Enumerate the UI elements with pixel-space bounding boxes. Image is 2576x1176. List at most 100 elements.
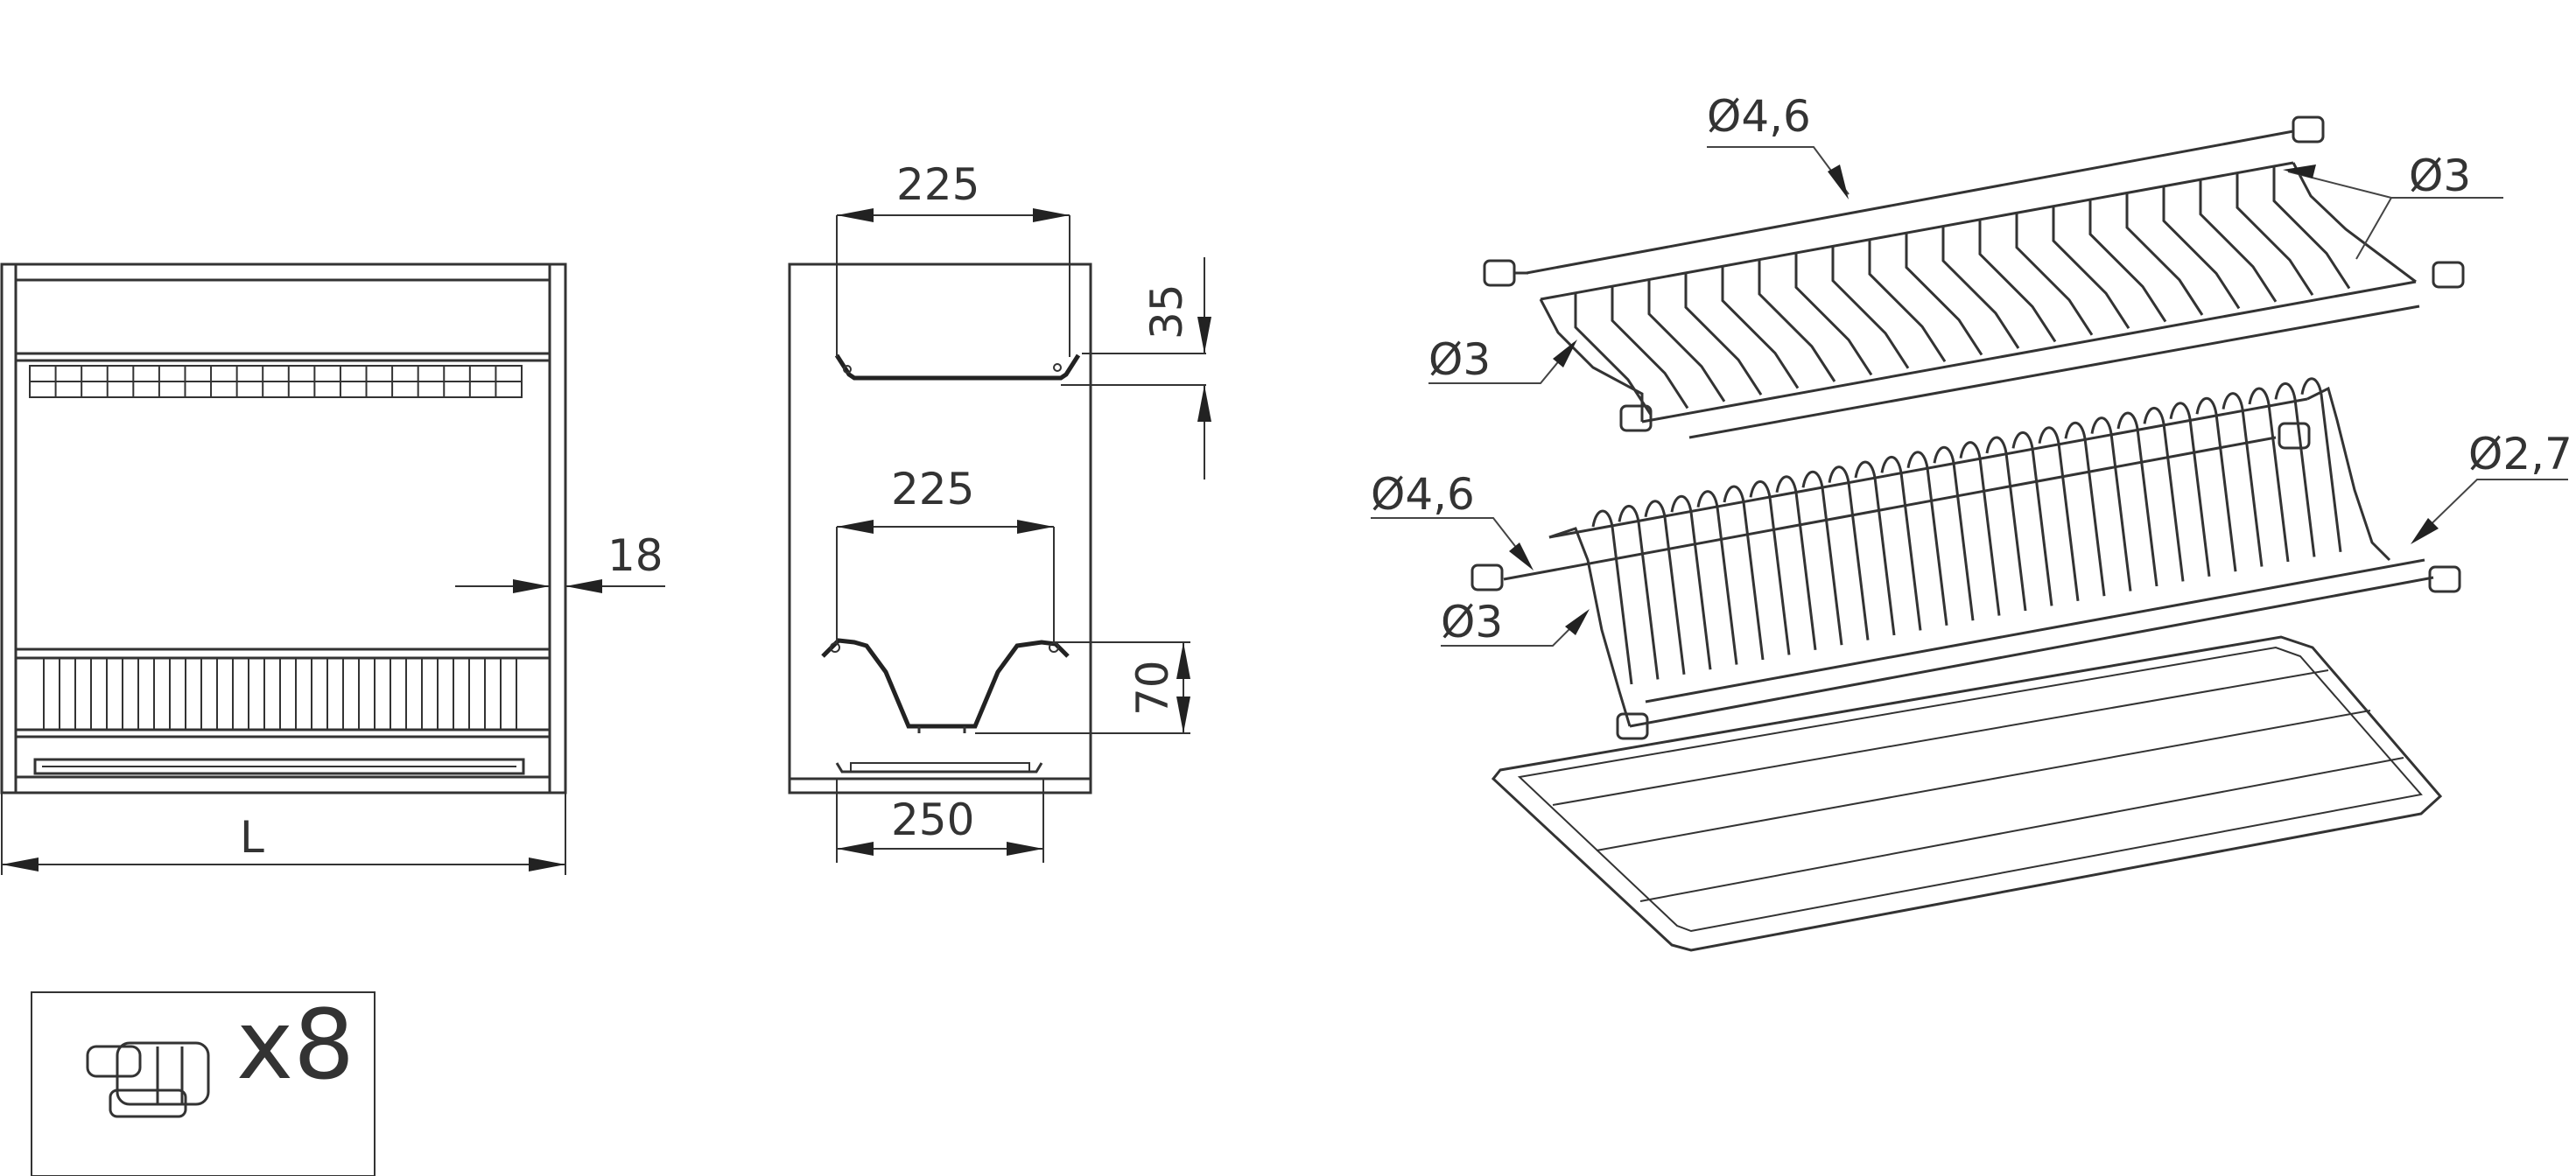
isometric-view: Ø4,6 Ø3 Ø3 Ø4,6 Ø2,7 xyxy=(1371,91,2572,952)
end-cap xyxy=(1616,712,1649,740)
top-rack-left-wire-label: Ø3 xyxy=(1428,334,1491,385)
rack-wire xyxy=(1933,445,1975,621)
callout-top-left-wire: Ø3 xyxy=(1428,334,1577,385)
side-thickness-label: 18 xyxy=(607,530,663,581)
top-rack-right-wire-label: Ø3 xyxy=(2409,150,2471,201)
bottom-depth-dimension: 225 xyxy=(836,464,1055,644)
rack-wire xyxy=(1721,265,1800,389)
end-cap xyxy=(1483,259,1528,287)
rack-wire xyxy=(1828,466,1870,640)
rack-wire xyxy=(2222,392,2264,567)
rack-wire xyxy=(1775,475,1817,650)
wire-callouts: Ø4,6 Ø3 Ø3 Ø4,6 Ø2,7 xyxy=(1371,91,2572,648)
callout-bottom-main-wire: Ø4,6 xyxy=(1371,469,1534,570)
rack-wire xyxy=(1723,485,1765,661)
front-view: L 18 xyxy=(0,262,665,875)
bottom-rack-height-label: 70 xyxy=(1127,660,1178,716)
rack-wire xyxy=(2064,421,2106,597)
rack-wire xyxy=(2195,396,2237,572)
rack-wire xyxy=(1574,292,1653,416)
rack-wire xyxy=(2011,430,2053,606)
rack-wire xyxy=(1618,504,1660,680)
rack-wire xyxy=(2090,416,2132,592)
rack-wire xyxy=(1644,500,1686,675)
rack-wire xyxy=(1611,285,1689,410)
rack-wire xyxy=(1905,232,1983,356)
rack-wire xyxy=(2015,212,2094,336)
bottom-rack-depth-label: 225 xyxy=(891,464,974,514)
rack-wire xyxy=(2236,172,2314,297)
rack-wire xyxy=(1670,494,1712,670)
bottom-rack-right-wire-label: Ø2,7 xyxy=(2468,429,2572,480)
top-rack-height-label: 35 xyxy=(1141,284,1192,340)
rack-wire xyxy=(1684,272,1763,396)
rack-wire xyxy=(1749,480,1791,655)
rack-wire xyxy=(1906,451,1948,626)
tray-profile xyxy=(835,762,1043,774)
top-rack-end-caps xyxy=(1483,116,2465,432)
rack-wire xyxy=(2162,186,2241,310)
cabinet-frame xyxy=(0,262,567,794)
callout-bottom-left-wire: Ø3 xyxy=(1441,597,1590,648)
top-rack-main-wire-label: Ø4,6 xyxy=(1707,91,1811,142)
rack-wire xyxy=(2300,377,2342,552)
bottom-rack-end-caps xyxy=(1470,422,2461,740)
rack-wire xyxy=(1696,490,1738,665)
quantity-label: x8 xyxy=(236,989,354,1101)
tray-depth-dimension: 250 xyxy=(836,779,1044,863)
rack-wire xyxy=(2274,382,2316,557)
rack-wire xyxy=(1591,509,1633,685)
rack-wire xyxy=(2088,199,2167,323)
upper-rack-front xyxy=(16,352,550,398)
rack-wire xyxy=(1801,470,1843,646)
rack-wire xyxy=(1831,245,1910,369)
end-cap xyxy=(1619,404,1653,432)
rack-wire xyxy=(1941,226,2020,349)
rack-wire xyxy=(2248,387,2290,563)
drip-tray-iso xyxy=(1491,635,2443,952)
rack-wire xyxy=(2272,165,2351,290)
bottom-rack-left-wire-label: Ø3 xyxy=(1441,597,1503,648)
width-label: L xyxy=(240,812,264,863)
end-cap xyxy=(2292,116,2325,144)
accessory-box: x8 xyxy=(31,989,376,1176)
end-cap xyxy=(2432,261,2465,289)
bottom-height-dimension: 70 xyxy=(975,641,1190,734)
end-cap xyxy=(2278,422,2311,450)
rack-wire xyxy=(1854,460,1896,636)
callout-top-right-wire: Ø3 xyxy=(2283,150,2503,260)
rack-wire xyxy=(2169,402,2211,577)
rack-wire xyxy=(1758,259,1836,382)
top-rack-depth-label: 225 xyxy=(896,159,979,210)
rack-wire xyxy=(1959,441,2001,616)
rack-wire xyxy=(2116,411,2158,587)
side-view: 225 35 225 xyxy=(788,159,1211,863)
tray-depth-label: 250 xyxy=(891,794,974,845)
support-plug-icon xyxy=(86,1041,210,1118)
lower-rack-front xyxy=(16,648,550,738)
side-thickness-dimension: 18 xyxy=(455,530,665,593)
drip-tray-front xyxy=(33,758,525,775)
end-cap xyxy=(1470,564,1504,592)
rack-wire xyxy=(2038,426,2080,601)
top-rack-profile xyxy=(834,354,1081,381)
rack-wire xyxy=(2052,206,2130,330)
side-panel xyxy=(788,262,1092,794)
top-height-dimension: 35 xyxy=(1061,257,1211,480)
end-cap xyxy=(2428,565,2461,593)
rack-wire xyxy=(1868,239,1947,363)
callout-bottom-right-wire: Ø2,7 xyxy=(2411,429,2572,544)
rack-wire xyxy=(1978,219,2057,343)
top-depth-dimension: 225 xyxy=(836,159,1070,357)
rack-wire xyxy=(1647,278,1726,402)
bottom-rack-iso xyxy=(1503,377,2434,728)
rack-wire xyxy=(2143,406,2185,582)
callout-top-main-wire: Ø4,6 xyxy=(1707,91,1850,200)
width-dimension: L xyxy=(1,793,566,875)
rack-wire xyxy=(2199,178,2278,303)
rack-wire xyxy=(1794,252,1873,376)
bottom-rack-profile xyxy=(821,638,1070,733)
rack-wire xyxy=(1880,455,1922,631)
rack-wire xyxy=(1985,436,2027,612)
